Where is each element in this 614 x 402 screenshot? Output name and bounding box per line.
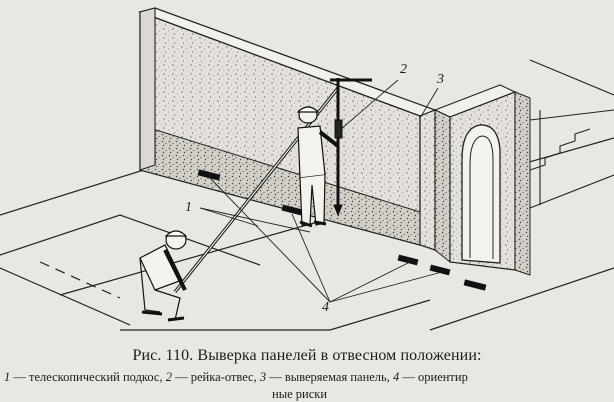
figure-caption-legend-tail: ные риски [272,387,328,401]
legend-num-3: 3 [259,370,267,384]
legend-text-1: — телескопический подкос, [10,370,166,384]
wall-panel [138,7,437,246]
legend-num-4: 4 [393,370,400,384]
legend-text-4: — ориентир [399,370,468,384]
legend-text-3: — выверяемая панель, [266,370,393,384]
legend-num-2: 2 [165,370,172,384]
aligned-panel-3 [419,84,531,276]
worker-crouching [139,230,188,322]
orientation-marks [197,169,487,291]
callout-4: 4 [322,300,329,315]
figure-caption-title: Рис. 110. Выверка панелей в отвесном пол… [132,347,482,364]
figure-caption-legend: 1 — телескопический подкос, 2 — рейка-от… [4,370,614,384]
callout-2: 2 [400,62,407,77]
callout-1: 1 [185,200,192,215]
background-stairs [529,59,614,209]
legend-text-2: — рейка-отвес, [171,370,260,384]
panel-alignment-illustration [0,7,614,331]
callout-3: 3 [437,72,444,87]
worker-standing [296,106,340,228]
leader-lines [199,79,443,303]
legend-num-1: 1 [4,370,11,384]
